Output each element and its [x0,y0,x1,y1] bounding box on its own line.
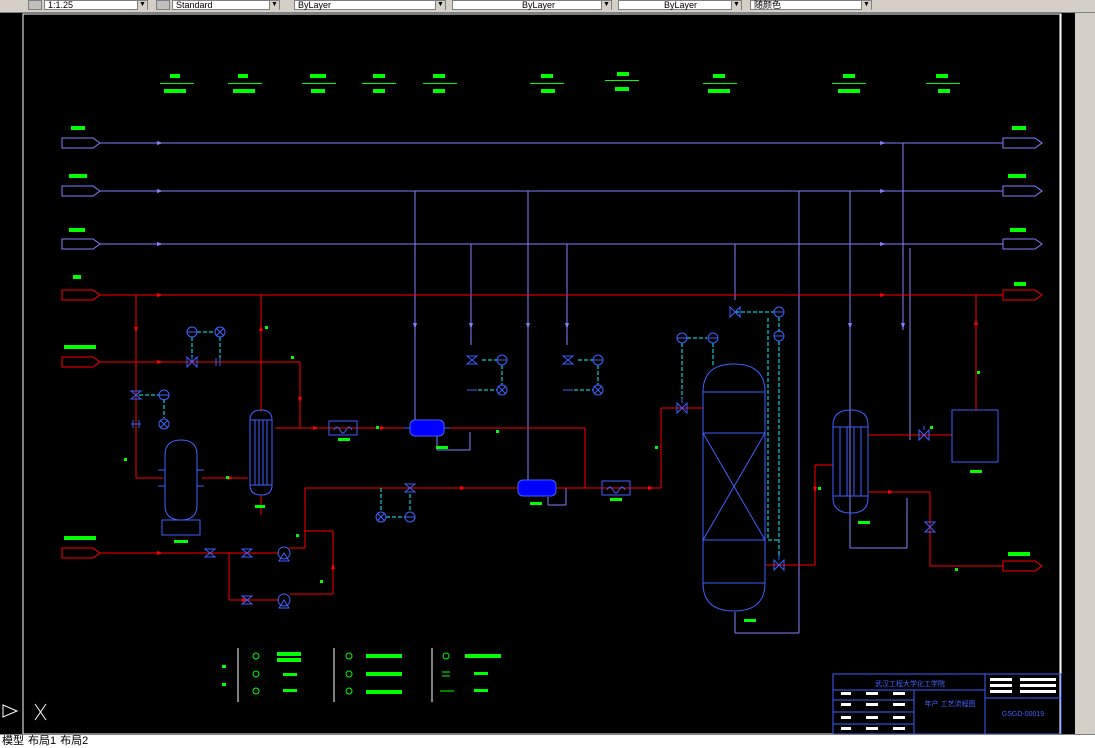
title-block-drawing-no: GSGD-00019 [1002,711,1045,718]
title-block: 武汉工程大学化工学院 年产 工艺流程图 GSGD-00019 [832,673,1062,735]
drawing-frame [22,13,1062,735]
instrument-lines [139,311,780,555]
utility-headers [61,137,1043,634]
tab-layout2[interactable]: 布局2 [60,735,89,747]
scale-combo-value: 1:1.25 [48,0,74,10]
chevron-down-icon[interactable]: ▼ [861,1,871,10]
plotstyle-combo[interactable]: 随颜色 ▼ [750,0,872,10]
title-block-school: 武汉工程大学化工学院 [875,679,945,688]
filled-exchangers [404,419,557,497]
instruments [158,306,785,523]
textstyle-combo[interactable]: Standard ▼ [172,0,280,10]
scale-combo[interactable]: 1:1.25 ▼ [44,0,148,10]
textstyle-combo-value: Standard [176,0,213,10]
equipment [158,363,999,612]
line-tags [64,126,1030,622]
equipment-tag-row [160,72,960,93]
drawing-canvas[interactable]: 武汉工程大学化工学院 年产 工艺流程图 GSGD-00019 [0,13,1075,735]
utility-flow-arrows [157,141,905,329]
lineweight-combo-value: ByLayer [664,0,698,10]
vertical-scrollbar[interactable] [1075,13,1095,734]
symbol-legend [222,648,501,702]
textstyle-icon[interactable] [156,0,170,10]
chevron-down-icon[interactable]: ▼ [269,1,279,10]
plotstyle-combo-value: 随颜色 [754,0,782,10]
scale-icon[interactable] [28,0,42,10]
lineweight-combo[interactable]: ByLayer ▼ [618,0,742,10]
title-block-drawing-title: 年产 工艺流程图 [925,699,976,708]
pumps [277,546,291,609]
valves [129,305,937,605]
ucs-icon [2,703,47,721]
linetype-combo[interactable]: ByLayer ▼ [452,0,612,10]
color-combo[interactable]: ByLayer ▼ [294,0,446,10]
chevron-down-icon[interactable]: ▼ [731,1,741,10]
properties-toolbar: 1:1.25 ▼ Standard ▼ ByLayer ▼ ByLayer ▼ … [0,0,1095,13]
process-flow-arrows [134,293,978,602]
linetype-combo-value: ByLayer [522,0,556,10]
color-combo-value: ByLayer [298,0,332,10]
pid-drawing: 武汉工程大学化工学院 年产 工艺流程图 GSGD-00019 [2,13,1062,735]
tab-model[interactable]: 模型 [2,735,24,747]
chevron-down-icon[interactable]: ▼ [601,1,611,10]
chevron-down-icon[interactable]: ▼ [435,1,445,10]
chevron-down-icon[interactable]: ▼ [137,1,147,10]
tab-layout1[interactable]: 布局1 [28,735,57,747]
